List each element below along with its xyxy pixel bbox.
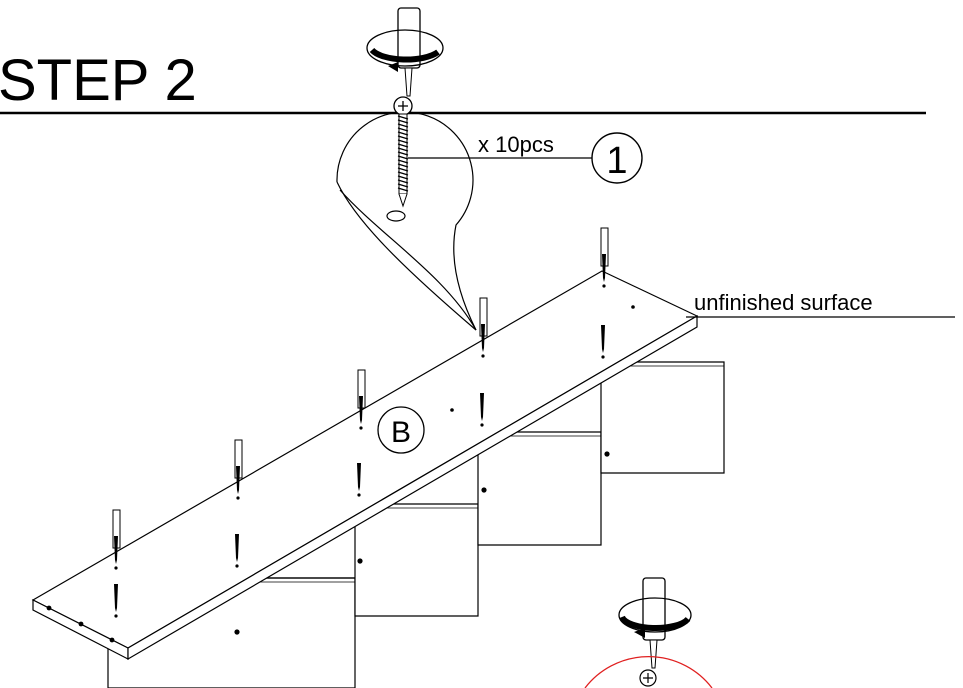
screw-marker — [359, 396, 363, 430]
screw-group — [112, 227, 609, 618]
screw-marker — [114, 584, 118, 618]
part-number-badge: 1 — [591, 132, 643, 184]
detail-callout — [336, 96, 477, 331]
highlight-circle — [584, 656, 713, 688]
screw-marker — [114, 536, 118, 570]
screw-marker — [357, 463, 361, 497]
screw-marker — [602, 254, 606, 288]
svg-text:1: 1 — [606, 140, 627, 182]
screw-marker — [601, 325, 605, 359]
surface-label: unfinished surface — [694, 290, 873, 315]
screw-marker — [480, 393, 484, 427]
screw-thread — [397, 115, 409, 192]
screw-marker — [235, 534, 239, 568]
shelf-panels — [107, 361, 725, 688]
screwdriver-icon — [366, 7, 444, 97]
panel-label-b: B — [377, 406, 425, 454]
callout-screw — [386, 96, 413, 222]
panel-b — [31, 270, 699, 661]
screwdriver-icon-secondary — [584, 577, 713, 688]
screw-marker — [236, 466, 240, 500]
svg-text:B: B — [391, 416, 411, 449]
quantity-label: x 10pcs — [478, 132, 554, 157]
screw-marker — [481, 324, 485, 358]
step-title: STEP 2 — [0, 48, 197, 113]
